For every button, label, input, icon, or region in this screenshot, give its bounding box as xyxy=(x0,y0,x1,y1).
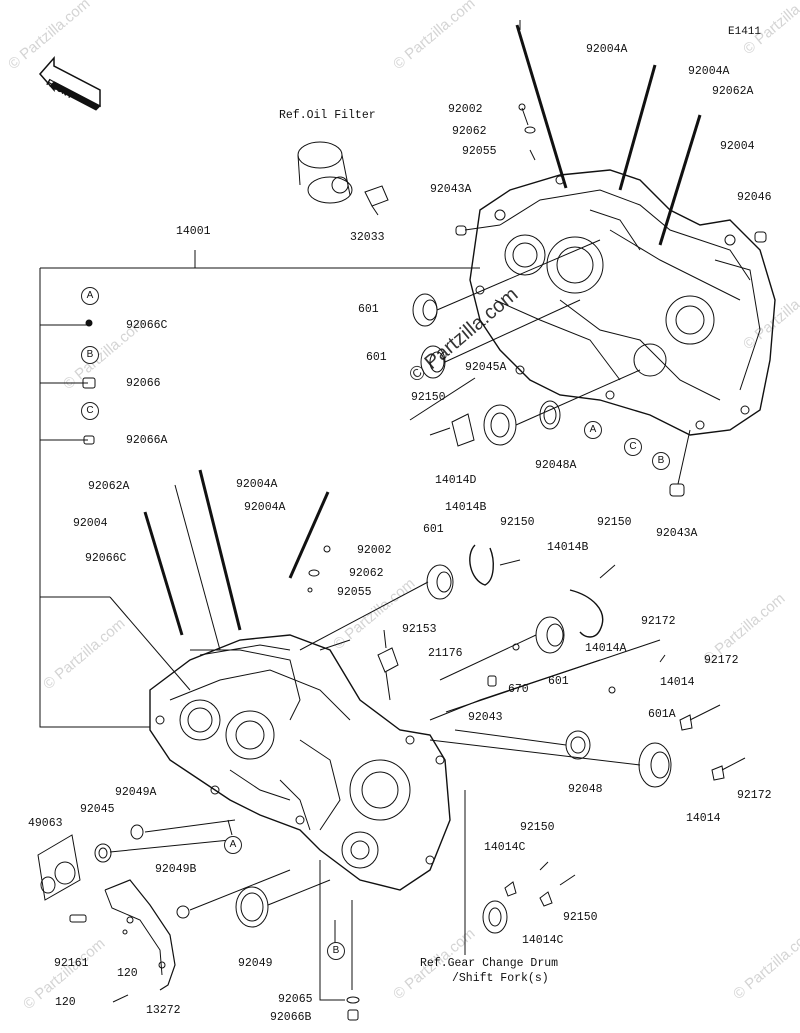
part-label: 670 xyxy=(508,683,529,696)
cover-13272-icon xyxy=(104,879,176,991)
callout-a: A xyxy=(584,421,602,439)
part-label: 14001 xyxy=(176,225,211,238)
part-label: 92150 xyxy=(520,821,555,834)
part-label: 92066B xyxy=(270,1011,312,1024)
group-bracket-left xyxy=(39,268,150,728)
part-label: 601 xyxy=(423,523,444,536)
part-label: 92066A xyxy=(126,434,168,447)
callout-c: C xyxy=(624,438,642,456)
part-label: 92004A xyxy=(244,501,286,514)
part-label: 14014D xyxy=(435,474,477,487)
part-label: 14014C xyxy=(484,841,526,854)
part-label: 14014C xyxy=(522,934,564,947)
ref-shift-fork: /Shift Fork(s) xyxy=(452,972,549,985)
ref-gear-change-drum: Ref.Gear Change Drum xyxy=(420,957,559,970)
part-label: 14014B xyxy=(445,501,487,514)
callout-a: A xyxy=(224,836,242,854)
part-label: 49063 xyxy=(28,817,63,830)
part-label: 92043 xyxy=(468,711,503,724)
part-label: 92004 xyxy=(720,140,755,153)
part-label: 92002 xyxy=(357,544,392,557)
part-label: 92062A xyxy=(88,480,130,493)
part-label: 120 xyxy=(55,996,76,1009)
part-label: 92172 xyxy=(704,654,739,667)
part-label: 601 xyxy=(366,351,387,364)
bearing-601-icon xyxy=(412,293,446,379)
part-label: 92062 xyxy=(452,125,487,138)
part-label: 14014B xyxy=(547,541,589,554)
part-label: 92066C xyxy=(85,552,127,565)
part-label: 601 xyxy=(358,303,379,316)
part-label: 601A xyxy=(648,708,676,721)
callout-b: B xyxy=(81,346,99,364)
part-label: 92065 xyxy=(278,993,313,1006)
callout-b: B xyxy=(652,452,670,470)
part-label: 92045A xyxy=(465,361,507,374)
part-label: 92062A xyxy=(712,85,754,98)
upper-crankcase-half xyxy=(469,169,776,436)
part-label: 92066C xyxy=(126,319,168,332)
part-label: 92046 xyxy=(737,191,772,204)
part-label: 14014 xyxy=(686,812,721,825)
part-label: 92150 xyxy=(597,516,632,529)
diagram-code: E1411 xyxy=(728,26,762,38)
part-label: 92062 xyxy=(349,567,384,580)
part-label: 92150 xyxy=(500,516,535,529)
part-label: 120 xyxy=(117,967,138,980)
part-label: 601 xyxy=(548,675,569,688)
part-label: 92172 xyxy=(641,615,676,628)
oil-filter-icon xyxy=(297,141,353,204)
part-label: 13272 xyxy=(146,1004,181,1017)
callout-c: C xyxy=(81,402,99,420)
part-label: 92043A xyxy=(430,183,472,196)
part-label: 92043A xyxy=(656,527,698,540)
part-label: 92172 xyxy=(737,789,772,802)
part-label: 92066 xyxy=(126,377,161,390)
front-arrow-icon xyxy=(39,56,101,111)
part-label: 32033 xyxy=(350,231,385,244)
part-label: 92004A xyxy=(236,478,278,491)
part-label: 92002 xyxy=(448,103,483,116)
part-label: 92048A xyxy=(535,459,577,472)
part-label: 92049B xyxy=(155,863,197,876)
part-label: 92150 xyxy=(563,911,598,924)
callout-a: A xyxy=(81,287,99,305)
part-label: 14014 xyxy=(660,676,695,689)
callout-b: B xyxy=(327,942,345,960)
part-label: 92004A xyxy=(586,43,628,56)
part-label: 92048 xyxy=(568,783,603,796)
fitting-32033-icon xyxy=(364,185,389,216)
part-label: 92045 xyxy=(80,803,115,816)
part-label: 14014A xyxy=(585,642,627,655)
ref-oil-filter: Ref.Oil Filter xyxy=(279,109,376,122)
part-label: 21176 xyxy=(428,647,463,660)
part-label: 92004A xyxy=(688,65,730,78)
part-label: 92055 xyxy=(462,145,497,158)
part-label: 92049A xyxy=(115,786,157,799)
part-label: 92150 xyxy=(411,391,446,404)
part-label: 92153 xyxy=(402,623,437,636)
lower-crankcase-half xyxy=(149,634,451,891)
part-label: 92161 xyxy=(54,957,89,970)
part-label: 92055 xyxy=(337,586,372,599)
part-label: 92004 xyxy=(73,517,108,530)
part-label: 92049 xyxy=(238,957,273,970)
